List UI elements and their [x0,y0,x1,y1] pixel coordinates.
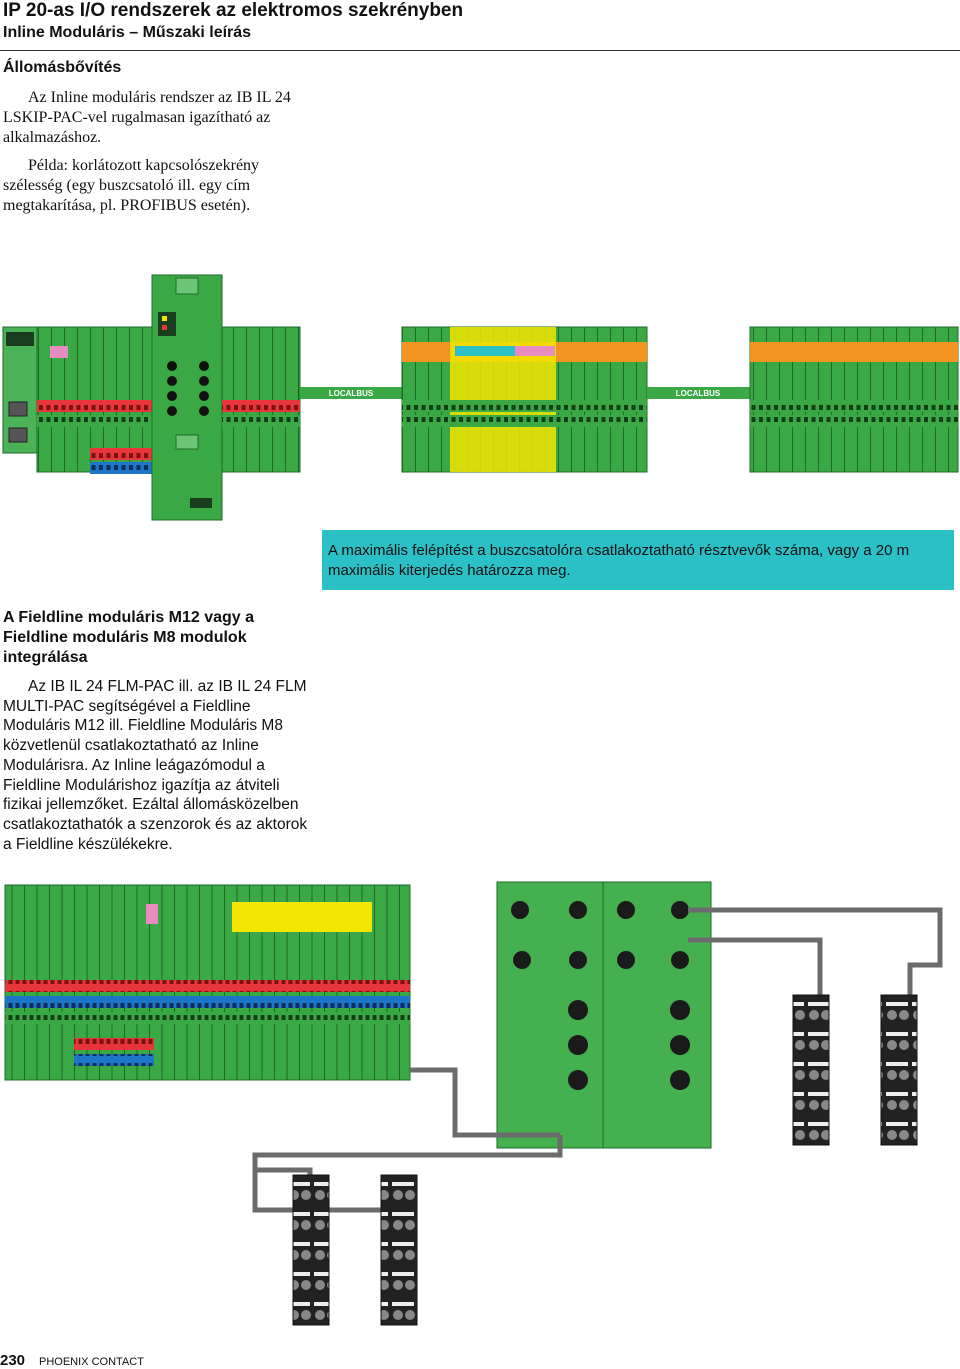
footer-brand: PHOENIX CONTACT [39,1356,144,1368]
max-configuration-callout: A maximális felépítést a buszcsatolóra c… [322,530,954,590]
section-heading-fieldline: A Fieldline moduláris M12 vagy a Fieldli… [3,609,255,666]
page-number: 230 [0,1352,26,1369]
localbus-label-1: LOCALBUS [329,389,374,398]
page-title: IP 20-as I/O rendszerek az elektromos sz… [3,0,464,21]
paragraph-fieldline: Az IB IL 24 FLM-PAC ill. az IB IL 24 FLM… [3,678,308,853]
page-subtitle: Inline Moduláris – Műszaki leírás [3,24,252,41]
fieldline-connection-diagram [4,881,943,1326]
localbus-label-2: LOCALBUS [676,389,721,398]
section-heading-station-expansion: Állomásbővítés [3,59,122,76]
paragraph-example: Példa: korlátozott kapcsolószekrény szél… [3,157,260,214]
inline-station-diagram: LOCALBUS LOCALBUS [2,274,959,521]
header-divider [0,50,960,51]
paragraph-intro: Az Inline moduláris rendszer az IB IL 24… [3,89,291,146]
